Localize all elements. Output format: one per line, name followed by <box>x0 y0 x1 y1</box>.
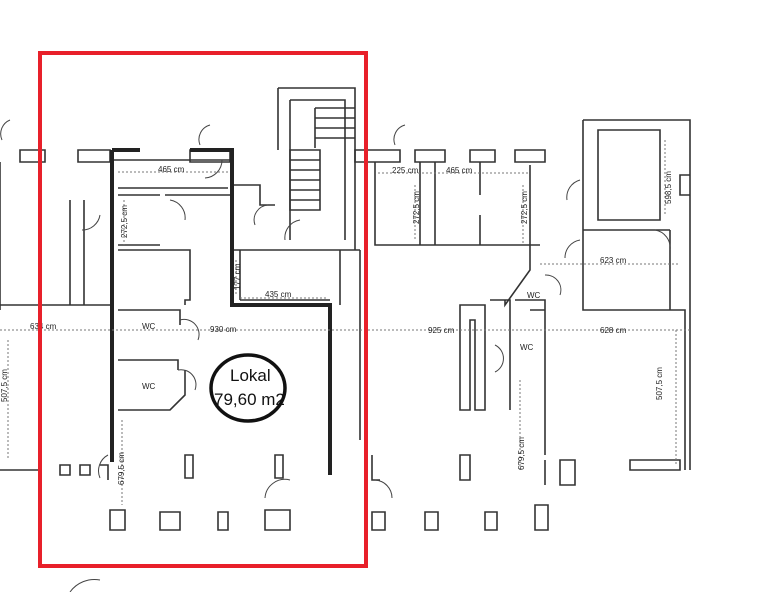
dim-628: 628 cm <box>600 326 627 335</box>
dim-465-right: 465 cm <box>446 166 473 175</box>
dimension-labels: 465 cm 272,5 cm 177 cm 435 cm 634 cm WC … <box>0 165 673 485</box>
dim-435: 435 cm <box>265 290 292 299</box>
dim-925: 925 cm <box>428 326 455 335</box>
unit-ellipse <box>209 353 287 423</box>
dim-272-right: 272,5 cm <box>520 191 529 224</box>
dim-598: 598,5 cm <box>664 171 673 204</box>
highlight-rectangle <box>38 51 368 568</box>
walls <box>0 87 691 531</box>
dim-679-left: 679,5 cm <box>117 452 126 485</box>
wc-label-1: WC <box>142 322 156 331</box>
dim-272-left: 272,5 cm <box>120 205 129 238</box>
dimension-lines <box>0 140 690 505</box>
door-swings <box>0 119 671 592</box>
wc-label-3: WC <box>527 291 541 300</box>
dim-679-right: 679,5 cm <box>517 437 526 470</box>
dim-465-left: 465 cm <box>158 165 185 174</box>
dim-507-right: 507,5 cm <box>655 367 664 400</box>
unit-area: 79,60 m2 <box>214 390 285 409</box>
wc-label-4: WC <box>520 343 534 352</box>
dim-272-mid: 272,5 cm <box>412 191 421 224</box>
dim-225: 225 cm <box>392 166 419 175</box>
wc-label-2: WC <box>142 382 156 391</box>
dim-930: 930 cm <box>210 325 237 334</box>
dim-623: 623 cm <box>600 256 627 265</box>
dim-177: 177 cm <box>233 263 242 290</box>
unit-area-callout: Lokal 79,60 m2 <box>209 353 287 423</box>
unit-name: Lokal <box>230 366 271 385</box>
dim-507-left: 507,5 cm <box>0 369 9 402</box>
unit-boundary <box>110 148 332 475</box>
dim-634: 634 cm <box>30 322 57 331</box>
